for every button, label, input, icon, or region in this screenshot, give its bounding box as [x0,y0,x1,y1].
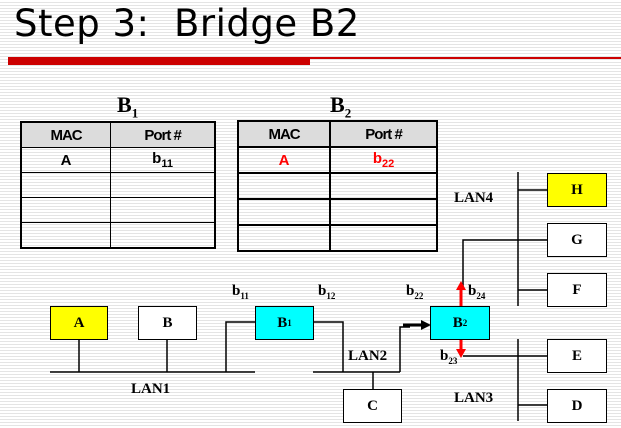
forwarding-table-b2: MAC Port # A b22 [236,120,438,252]
cell-mac: A [236,146,332,174]
header-port: Port # [329,120,438,148]
table-row: A b22 [236,146,438,174]
b2-port-b22-link [399,326,410,372]
cell-mac [20,222,112,249]
host-b[interactable]: B [138,306,197,340]
lan2-label: LAN2 [348,348,388,364]
lan1-label: LAN1 [131,381,171,397]
forward-arrow-b24 [456,281,466,306]
lan3-label: LAN3 [454,390,494,406]
cell-port [329,224,438,252]
mac-value: A [278,151,290,169]
cell-mac [20,172,112,198]
table-b1-title: B1 [117,92,138,121]
port-label-sub: 11 [240,291,249,301]
host-h[interactable]: H [547,173,607,207]
bridge-b1-sub: 1 [287,318,292,328]
table-row [236,224,438,252]
header-mac: MAC [20,121,112,148]
host-g[interactable]: G [547,223,607,257]
cell-mac [20,197,112,223]
host-c[interactable]: C [343,389,402,423]
table-row: A b11 [20,147,216,173]
host-d[interactable]: D [547,389,607,423]
forward-arrow-b23 [456,339,466,358]
port-label-sub: 12 [326,291,336,301]
host-a[interactable]: A [50,306,108,340]
port-label-text: b [318,283,327,299]
cell-port [110,172,216,198]
cell-mac [236,198,332,226]
table-b1-title-text: B [117,92,132,117]
port-sub: 22 [382,158,395,170]
cell-port [110,197,216,223]
forwarding-table-b1: MAC Port # A b11 [20,121,216,249]
bridge-b2-sub: 2 [462,318,468,328]
cell-port: b22 [329,146,438,174]
port-label-b23: b23 [440,348,457,366]
table-row [20,172,216,198]
port-label-b24: b24 [468,283,485,301]
port-label-text: b [468,283,477,299]
port-value: b [152,150,162,167]
bridge-b1-label: B [277,314,288,331]
mac-value: A [60,151,72,169]
port-value: b [372,150,382,167]
table-row [20,197,216,223]
lan4-label: LAN4 [454,190,494,206]
port-label-text: b [232,283,241,299]
table-b1-title-sub: 1 [131,105,139,121]
cell-port [110,222,216,249]
b1-port-b12-link [313,321,344,372]
table-b2-title-text: B [330,92,345,117]
port-label-text: b [406,283,415,299]
port-label-b12: b12 [318,283,335,301]
port-label-sub: 24 [476,291,486,301]
port-label-b11: b11 [232,283,249,301]
port-label-b22: b22 [406,283,423,301]
b2-port-b24-link [462,239,548,290]
cell-mac [236,172,332,200]
cell-port [329,172,438,200]
b1-port-b11-link [225,321,256,372]
slide-title: Step 3: Bridge B2 [14,2,360,45]
cell-port [329,198,438,226]
table-row [236,198,438,226]
bridge-b2-label: B [452,314,463,331]
title-underline-thick [8,57,310,65]
header-mac: MAC [236,120,332,148]
port-label-sub: 23 [448,356,458,366]
port-sub: 11 [161,158,173,170]
port-label-text: b [440,348,449,364]
table-row [20,222,216,249]
table-header-row: MAC Port # [236,120,438,148]
port-label-sub: 22 [414,291,424,301]
table-row [236,172,438,200]
cell-mac [236,224,332,252]
host-e[interactable]: E [547,339,607,373]
title-underline-thin [310,57,621,59]
incoming-frame-arrow [403,320,431,330]
table-b2-title-sub: 2 [344,105,352,121]
host-f[interactable]: F [547,273,607,307]
table-b2-title: B2 [330,92,351,121]
